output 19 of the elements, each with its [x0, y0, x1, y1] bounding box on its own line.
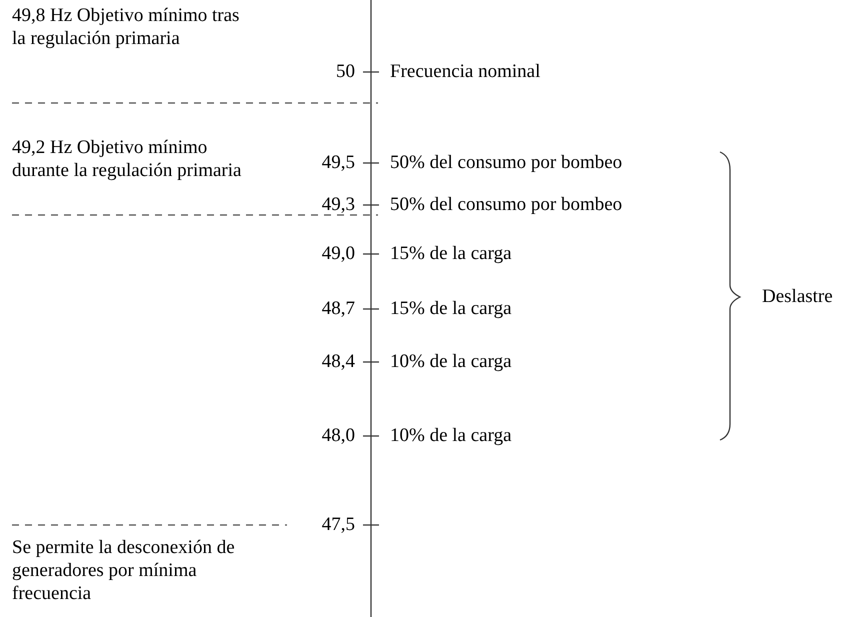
- frequency-value: 47,5: [322, 513, 355, 536]
- threshold-note: Se permite la desconexión de generadores por mínima frecuencia: [12, 536, 236, 605]
- step-description: 50% del consumo por bombeo: [390, 193, 622, 216]
- frequency-value: 48,0: [322, 424, 355, 447]
- frequency-value: 49,0: [322, 242, 355, 265]
- frequency-value: 50: [336, 60, 355, 83]
- frequency-value: 49,3: [322, 193, 355, 216]
- frequency-value: 49,5: [322, 151, 355, 174]
- step-description: 15% de la carga: [390, 297, 512, 320]
- threshold-note: 49,8 Hz Objetivo mínimo tras la regulación primaria: [12, 4, 240, 50]
- step-description: Frecuencia nominal: [390, 60, 540, 83]
- threshold-note: 49,2 Hz Objetivo mínimo durante la regulación primaria: [12, 136, 242, 182]
- step-description: 10% de la carga: [390, 424, 512, 447]
- step-description: 15% de la carga: [390, 242, 512, 265]
- frequency-value: 48,7: [322, 297, 355, 320]
- brace-label: Deslastre: [762, 285, 833, 308]
- frequency-value: 48,4: [322, 350, 355, 373]
- step-description: 10% de la carga: [390, 350, 512, 373]
- step-description: 50% del consumo por bombeo: [390, 151, 622, 174]
